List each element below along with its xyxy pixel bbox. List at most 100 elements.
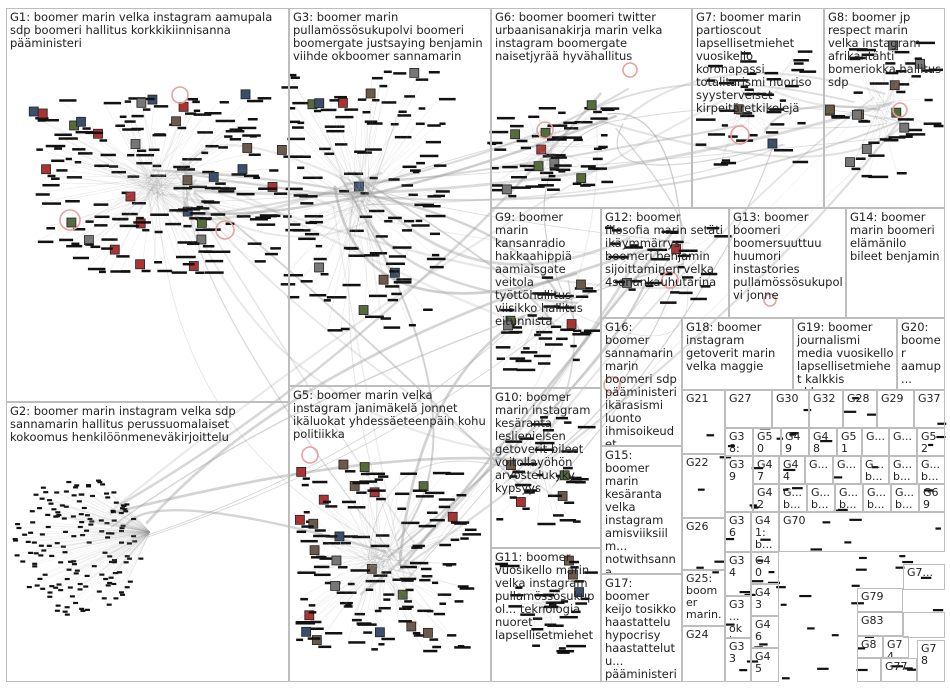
node-mark bbox=[109, 532, 115, 535]
node-mark bbox=[344, 172, 364, 176]
network-edge bbox=[350, 561, 376, 570]
network-edge bbox=[522, 461, 547, 508]
node-mark bbox=[153, 105, 169, 108]
network-edge bbox=[301, 525, 382, 561]
group-label: G... b... bbox=[811, 486, 831, 511]
node-mark bbox=[203, 228, 221, 231]
node-mark bbox=[751, 580, 764, 583]
network-edge bbox=[126, 531, 151, 543]
node-mark bbox=[374, 478, 384, 481]
node-mark bbox=[522, 507, 530, 510]
network-edge bbox=[47, 531, 151, 596]
node-mark bbox=[920, 576, 932, 579]
network-edge bbox=[383, 564, 387, 594]
node-mark bbox=[363, 254, 380, 257]
group-label: G44 bbox=[783, 458, 799, 483]
network-edge bbox=[146, 185, 204, 251]
network-edge bbox=[536, 471, 543, 475]
network-edge bbox=[106, 531, 151, 604]
node-mark bbox=[429, 638, 439, 641]
network-edge bbox=[347, 505, 379, 569]
network-edge bbox=[885, 119, 889, 137]
node-mark bbox=[112, 571, 118, 575]
network-edge bbox=[358, 203, 361, 216]
self-loop bbox=[661, 271, 679, 289]
group-gs7: G... b... bbox=[807, 484, 835, 512]
node-mark bbox=[779, 99, 787, 102]
network-edge bbox=[295, 554, 378, 623]
node-mark bbox=[359, 480, 378, 483]
node-mark bbox=[70, 515, 76, 518]
node-mark bbox=[384, 219, 393, 223]
network-edge bbox=[307, 564, 372, 638]
network-edge bbox=[49, 531, 151, 556]
group-label: G26 bbox=[686, 520, 709, 533]
network-edge bbox=[105, 496, 151, 533]
node-mark bbox=[269, 214, 281, 218]
node-mark bbox=[766, 78, 782, 81]
node-mark bbox=[868, 154, 885, 157]
node-mark bbox=[445, 472, 465, 475]
node-mark bbox=[96, 590, 102, 593]
network-edge bbox=[91, 531, 151, 566]
node-mark bbox=[861, 174, 873, 178]
network-edge bbox=[367, 489, 373, 569]
node-mark bbox=[421, 574, 433, 578]
node-mark bbox=[121, 191, 128, 195]
group-gs3: G... b... bbox=[861, 456, 889, 484]
network-edge bbox=[111, 170, 162, 195]
network-edge bbox=[368, 201, 416, 220]
node-mark bbox=[696, 566, 704, 569]
network-edge bbox=[74, 531, 151, 570]
network-edge bbox=[148, 177, 178, 242]
group-label: G45 bbox=[755, 650, 771, 675]
node-mark bbox=[454, 600, 464, 603]
network-edge bbox=[371, 567, 376, 610]
network-edge bbox=[158, 151, 202, 190]
network-edge bbox=[879, 114, 898, 173]
network-edge bbox=[371, 561, 433, 582]
network-edge bbox=[541, 320, 574, 359]
node-avatar bbox=[208, 172, 219, 182]
network-edge bbox=[524, 469, 533, 492]
network-edge bbox=[347, 550, 376, 642]
group-g39: G41: b... bbox=[751, 512, 779, 552]
node-mark bbox=[583, 329, 602, 332]
network-edge bbox=[152, 185, 214, 251]
network-edge bbox=[531, 600, 538, 645]
network-edge bbox=[83, 531, 151, 586]
node-mark bbox=[196, 205, 204, 209]
network-edge bbox=[283, 155, 362, 208]
node-mark bbox=[364, 148, 382, 151]
node-mark bbox=[605, 226, 614, 230]
node-mark bbox=[747, 72, 757, 76]
node-mark bbox=[85, 243, 94, 246]
node-mark bbox=[532, 617, 543, 620]
node-mark bbox=[923, 122, 942, 125]
group-g8: G8: boomer jp respect marin velka instag… bbox=[824, 8, 945, 208]
group-label: G78 bbox=[921, 642, 937, 667]
network-edge bbox=[59, 504, 151, 533]
network-edge bbox=[155, 135, 225, 182]
network-edge bbox=[861, 53, 889, 116]
node-mark bbox=[401, 184, 414, 187]
node-mark bbox=[383, 598, 391, 601]
node-mark bbox=[111, 561, 117, 564]
node-mark bbox=[123, 561, 129, 564]
node-mark bbox=[582, 183, 596, 187]
group-label: G38: bo... bbox=[729, 430, 750, 456]
node-mark bbox=[242, 134, 261, 137]
network-edge bbox=[148, 192, 204, 202]
network-edge bbox=[98, 175, 150, 271]
node-mark bbox=[764, 71, 779, 75]
network-edge bbox=[149, 181, 163, 214]
group-label: G... bbox=[893, 430, 913, 443]
node-mark bbox=[100, 153, 116, 157]
network-edge bbox=[360, 169, 411, 197]
group-g3: G3: boomer marin pullamössösukupolvi boo… bbox=[289, 8, 491, 386]
node-mark bbox=[601, 180, 614, 184]
network-edge bbox=[747, 107, 770, 112]
group-label: G... b... bbox=[839, 486, 859, 511]
network-edge bbox=[371, 472, 446, 566]
node-mark bbox=[433, 164, 447, 167]
